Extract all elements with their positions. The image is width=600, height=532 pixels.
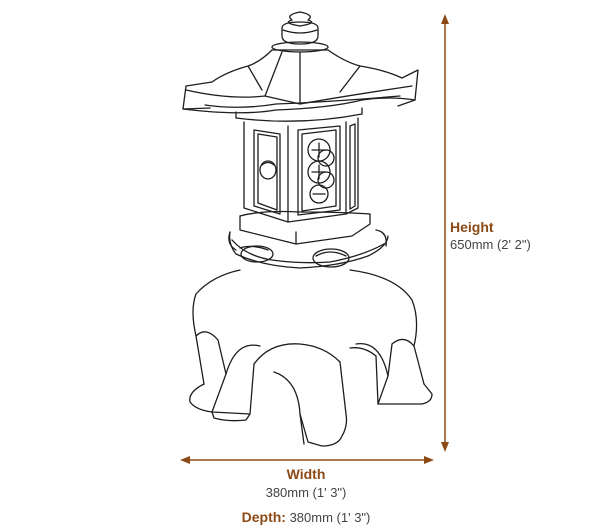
- depth-value: 380mm (1' 3"): [289, 510, 371, 525]
- hexagonal-roof: [182, 49, 419, 122]
- height-label: Height: [450, 219, 494, 235]
- flower-carvings: [307, 138, 335, 204]
- roof-finial: [271, 11, 329, 53]
- base-platform: [228, 210, 389, 269]
- width-dimension-line: [180, 456, 434, 464]
- dimension-lines: [180, 14, 449, 464]
- height-dimension-line: [441, 14, 449, 452]
- width-label: Width: [286, 466, 326, 482]
- lantern-illustration: [182, 11, 433, 447]
- fire-box: [243, 117, 359, 223]
- width-value: 380mm (1' 3"): [265, 485, 347, 500]
- depth-dimension: Depth: 380mm (1' 3"): [0, 509, 600, 525]
- height-value: 650mm (2' 2"): [450, 237, 531, 252]
- pedestal-legs: [189, 269, 433, 447]
- depth-label: Depth:: [241, 509, 286, 525]
